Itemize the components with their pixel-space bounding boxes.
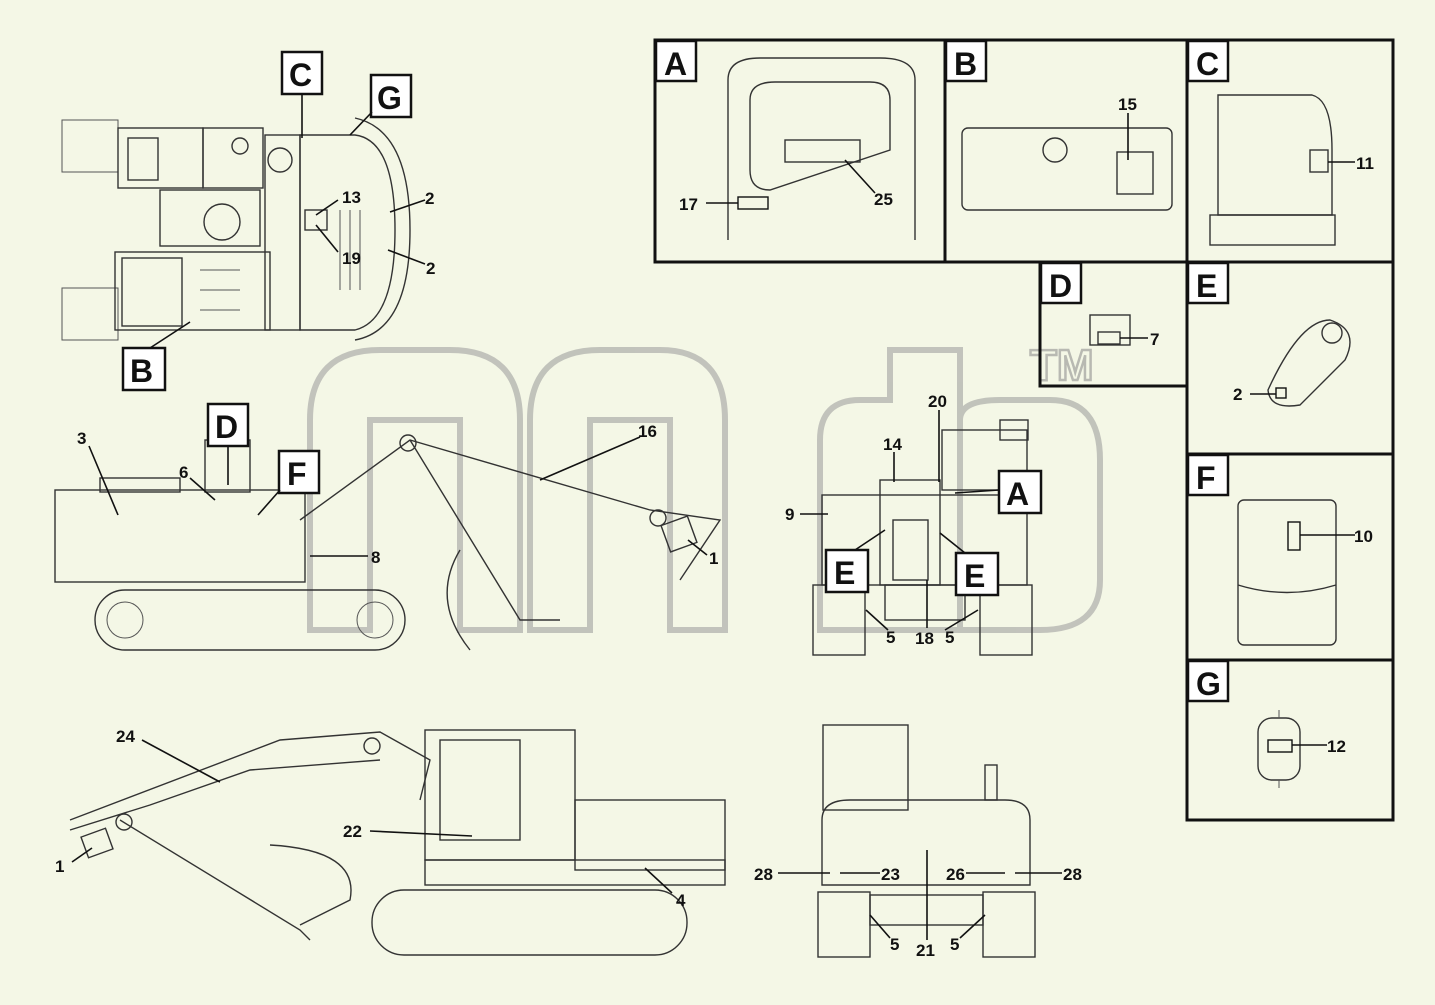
callout-21: 21: [916, 941, 935, 960]
panel-d-label: D: [1049, 268, 1072, 304]
callout-23: 23: [881, 865, 900, 884]
callout-12: 12: [1327, 737, 1346, 756]
callout-13: 13: [342, 188, 361, 207]
callout-15: 15: [1118, 95, 1137, 114]
callout-3: 3: [77, 429, 86, 448]
callout-5: 5: [950, 935, 959, 954]
callout-1: 1: [709, 549, 718, 568]
callout-14: 14: [883, 435, 902, 454]
callout-26: 26: [946, 865, 965, 884]
callout-5: 5: [886, 628, 895, 647]
panel-f-label: F: [1196, 460, 1216, 496]
callout-25: 25: [874, 190, 893, 209]
callout-4: 4: [676, 891, 686, 910]
callout-numbers: 13 19 2 2 3 6 16 1 8 9 14 20 5 18 5 17 2…: [55, 95, 1374, 960]
track-rollers: [106, 601, 394, 639]
panel-g: [1185, 658, 1395, 822]
tag-top-c: C: [289, 57, 312, 93]
tag-side-f: F: [287, 456, 307, 492]
callout-16: 16: [638, 422, 657, 441]
callout-10: 10: [1354, 527, 1373, 546]
callout-5: 5: [945, 628, 954, 647]
callout-8: 8: [371, 548, 380, 567]
callout-2-detail: 2: [1233, 385, 1242, 404]
callout-28: 28: [754, 865, 773, 884]
panel-a: [653, 38, 947, 264]
panel-a-label: A: [664, 46, 687, 82]
callout-7: 7: [1150, 330, 1159, 349]
tag-front-e-right: E: [964, 558, 985, 594]
panel-e-label: E: [1196, 268, 1217, 304]
callout-18: 18: [915, 629, 934, 648]
tag-front-a: A: [1006, 476, 1029, 512]
callout-5: 5: [890, 935, 899, 954]
panel-g-label: G: [1196, 666, 1221, 702]
callout-28: 28: [1063, 865, 1082, 884]
callout-17: 17: [679, 195, 698, 214]
callout-9: 9: [785, 505, 794, 524]
callout-11: 11: [1356, 154, 1374, 173]
tag-side-d: D: [215, 409, 238, 445]
top-view: [61, 117, 411, 341]
callout-24: 24: [116, 727, 135, 746]
panel-b-label: B: [954, 46, 977, 82]
tag-top-g: G: [377, 80, 402, 116]
view-tags: C G B D F A E E: [121, 50, 1043, 597]
detail-panels: A B C D E F: [653, 38, 1395, 822]
leader-lines: [71, 113, 1355, 940]
panel-c-label: C: [1196, 46, 1219, 82]
callout-2: 2: [425, 189, 434, 208]
callout-2: 2: [426, 259, 435, 278]
tag-top-b: B: [130, 353, 153, 389]
callout-20: 20: [928, 392, 947, 411]
left-side-view: [69, 729, 726, 956]
front-view: [812, 419, 1033, 656]
callout-19: 19: [342, 249, 361, 268]
side-view: [54, 434, 722, 651]
callout-1: 1: [55, 857, 64, 876]
callout-6: 6: [179, 463, 188, 482]
callout-22: 22: [343, 822, 362, 841]
tag-front-e-left: E: [834, 555, 855, 591]
